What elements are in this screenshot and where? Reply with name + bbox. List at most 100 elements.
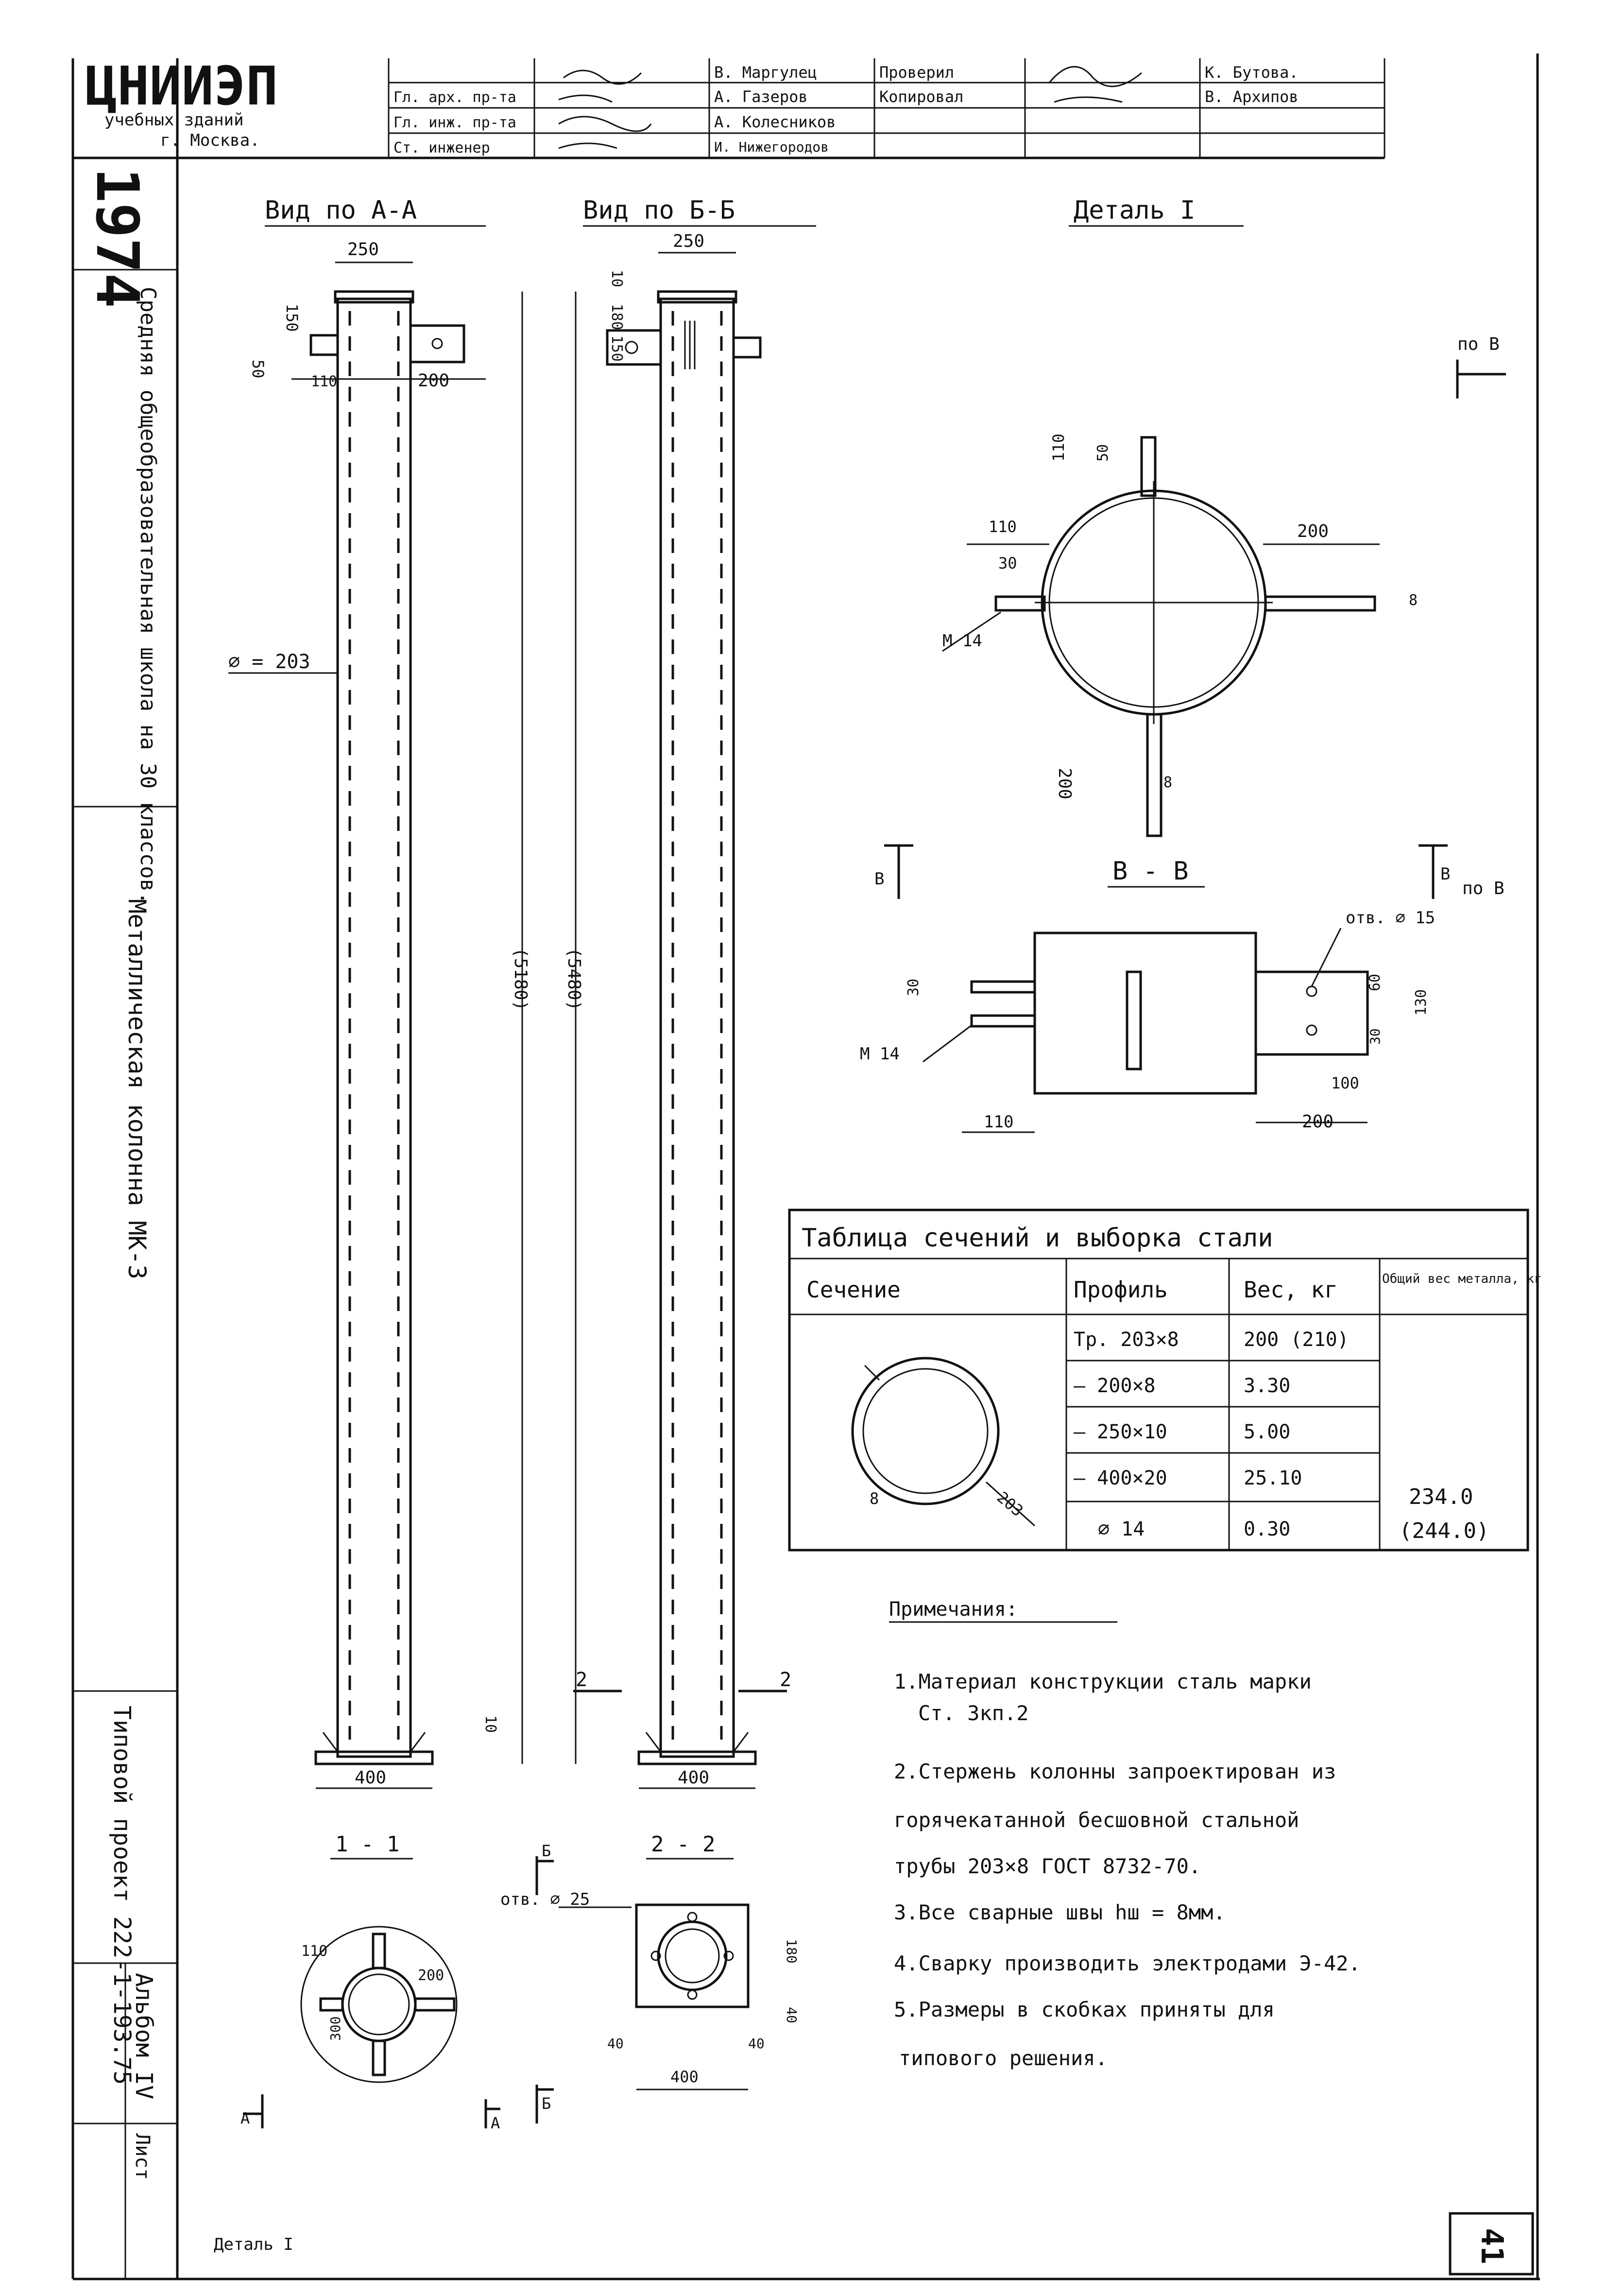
table-title: Таблица сечений и выборка стали	[802, 1224, 1273, 1253]
note-line: Ст. 3кп.2	[918, 1701, 1029, 1725]
view-bb: Вид по Б-Б 250 10 180 150 400 2 2	[573, 196, 816, 1789]
table-header: Вес, кг	[1244, 1277, 1338, 1303]
view-aa-title: Вид по А-А	[265, 196, 417, 225]
cut-mark: В	[1440, 864, 1450, 884]
dim-label: 200	[418, 1967, 444, 1984]
cut-mark: по В	[1462, 879, 1504, 898]
cut-label: А	[240, 2109, 250, 2127]
dim-label: 8	[1409, 592, 1418, 609]
right-name: В. Архипов	[1205, 87, 1299, 106]
table-cell: — 250×10	[1074, 1421, 1167, 1443]
detail-plan: Деталь I 110 30 110 50 200 8 М 14 200 8 …	[874, 196, 1506, 899]
view-aa: Вид по А-А 250 150 50 110 200 ⌀ = 203 40…	[228, 196, 584, 1789]
product-title: Металлическая колонна МК-3	[123, 899, 151, 1279]
table-cell: 5.00	[1244, 1421, 1290, 1443]
dim-label: 400	[355, 1768, 386, 1788]
note-line: трубы 203×8 ГОСТ 8732-70.	[894, 1854, 1201, 1878]
dim-label: 250	[673, 231, 704, 251]
notes: Примечания: 1.Материал конструкции сталь…	[889, 1598, 1361, 2070]
role-label: Ст. инженер	[393, 139, 490, 156]
cut-labels: Б А Б А	[240, 1842, 554, 2132]
note-line: горячекатанной бесшовной стальной	[894, 1808, 1299, 1832]
dim-label: 40	[607, 2036, 624, 2052]
dim-label: (5180)	[511, 948, 530, 1011]
dim-label: 200	[1055, 768, 1075, 799]
table-cell: Тр. 203×8	[1074, 1329, 1179, 1351]
school-title: Средняя общеобразовательная школа на 30 …	[136, 287, 160, 905]
sheet-number: 41	[1474, 2228, 1510, 2264]
footer: Деталь I 41	[214, 2212, 1534, 2276]
dim-label: 250	[347, 240, 379, 259]
dim-label: 40	[748, 2036, 765, 2052]
detail-ref: Деталь I	[214, 2235, 293, 2254]
dim-label: 110	[984, 1112, 1013, 1132]
dim-label: 60	[1367, 974, 1384, 991]
section-1-1: 1 - 1 110 200 300	[300, 1832, 458, 2083]
author-name: В. Маргулец	[714, 63, 817, 82]
note-line: типового решения.	[899, 2046, 1108, 2070]
section-2-2: 2 - 2 отв. ⌀ 25 40 400 40 180 40	[500, 1832, 800, 2090]
table-header: Профиль	[1074, 1277, 1168, 1303]
author-name: А. Газеров	[714, 87, 808, 106]
table-cell: 3.30	[1244, 1375, 1290, 1397]
section-bb: В - В отв. ⌀ 15 30 М 14 110 60 30 130 10…	[860, 857, 1435, 1133]
dim-label: 180	[608, 304, 625, 330]
table-total: 234.0	[1409, 1485, 1473, 1509]
dim-label: 110	[1049, 433, 1068, 462]
section-title: 1 - 1	[335, 1832, 399, 1857]
dim-label: 150	[283, 304, 301, 332]
note-line: 2.Стержень колонны запроектирован из	[894, 1760, 1336, 1783]
sheet-label: Лист	[131, 2133, 154, 2180]
dim-label: 50	[1094, 444, 1111, 462]
table-cell: ⌀ 14	[1098, 1518, 1145, 1540]
dim-label: 8	[1163, 774, 1172, 791]
notes-title: Примечания:	[889, 1598, 1018, 1621]
org-subtitle-2: г. Москва.	[160, 131, 260, 150]
album-label: Альбом IV	[130, 1973, 157, 2099]
cut-mark: В	[874, 869, 884, 889]
dim-label: 200	[1297, 521, 1329, 541]
dim-label: 10	[608, 270, 625, 287]
dim-label: 8	[870, 1489, 879, 1508]
hole-label: отв. ⌀ 25	[500, 1890, 590, 1909]
dim-label: 110	[301, 1943, 327, 1960]
note-line: 3.Все сварные швы hш = 8мм.	[894, 1900, 1226, 1924]
check-label: Копировал	[879, 87, 963, 106]
view-bb-title: Вид по Б-Б	[583, 196, 735, 225]
org-name: ЦНИИЭП	[85, 55, 278, 117]
table-header: Общий вес металла, кг	[1382, 1272, 1542, 1286]
table-cell: — 400×20	[1074, 1467, 1167, 1489]
check-label: Проверил	[879, 63, 954, 82]
hole-label: отв. ⌀ 15	[1346, 908, 1435, 928]
cut-label: А	[491, 2114, 500, 2132]
drawing-frame	[71, 53, 1540, 2280]
diameter-label: ⌀ = 203	[228, 651, 310, 673]
table-cell: 25.10	[1244, 1467, 1302, 1489]
right-name: К. Бутова.	[1205, 63, 1299, 82]
section-mark: 2	[780, 1669, 791, 1691]
dim-label: 180	[784, 1939, 800, 1964]
note-line: 1.Материал конструкции сталь марки	[894, 1670, 1312, 1693]
note-line: 4.Сварку производить электродами Э-42.	[894, 1951, 1361, 1975]
dim-label: 100	[1331, 1074, 1359, 1092]
dim-label: 200	[418, 371, 449, 391]
signatures	[558, 66, 1142, 149]
section-title: 2 - 2	[651, 1832, 715, 1857]
dim-label: 10	[482, 1715, 499, 1733]
dim-label: 300	[327, 2016, 343, 2041]
section-mark: 2	[576, 1669, 587, 1691]
dim-label: 400	[678, 1768, 709, 1788]
dim-label: 150	[608, 335, 625, 362]
section-bb-title: В - В	[1112, 857, 1189, 886]
dim-label: 30	[1367, 1028, 1383, 1045]
table-cell: — 200×8	[1074, 1375, 1156, 1397]
table-cell: 0.30	[1244, 1518, 1290, 1540]
dim-label: 400	[670, 2068, 699, 2086]
dim-label: 50	[249, 360, 267, 379]
org-subtitle-1: учебных зданий	[104, 110, 244, 130]
dim-label: 110	[989, 518, 1017, 536]
dim-label: (5480)	[564, 948, 584, 1011]
table-total: (244.0)	[1399, 1519, 1489, 1543]
steel-table: Таблица сечений и выборка стали Сечение …	[788, 1208, 1542, 1552]
note-line: 5.Размеры в скобках приняты для	[894, 1998, 1275, 2021]
